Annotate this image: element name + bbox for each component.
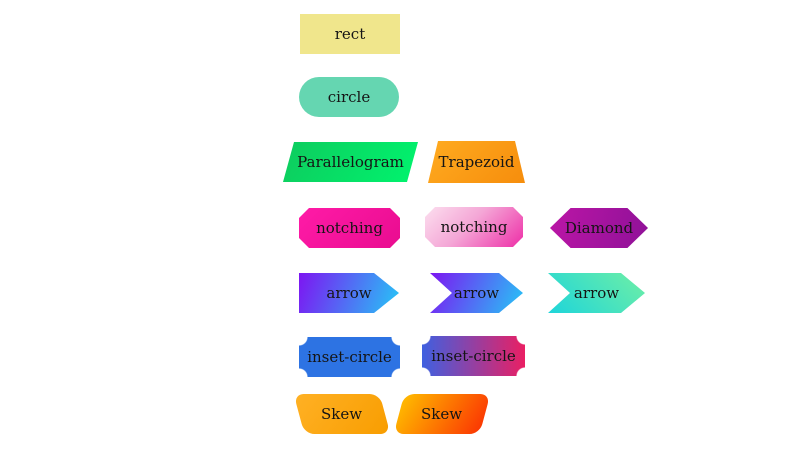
shape-circle-label: circle (327, 88, 371, 106)
shape-inset-circle-gradient: inset-circle (422, 336, 525, 376)
shape-skew-left-label: Skew (321, 405, 363, 423)
shape-trapezoid: Trapezoid (428, 141, 525, 183)
shape-skew-left: Skew (293, 394, 391, 434)
shape-parallelogram: Parallelogram (283, 142, 418, 182)
shape-skew-right-label: Skew (421, 405, 463, 423)
shape-inset-circle-gradient-label: inset-circle (431, 347, 516, 365)
shape-notching-solid: notching (299, 208, 400, 248)
shape-rect: rect (300, 14, 400, 54)
shape-arrow-flat-label: arrow (326, 284, 372, 302)
shape-diamond: Diamond (550, 208, 648, 248)
shape-arrow-flat: arrow (299, 273, 399, 313)
shape-inset-circle-solid: inset-circle (299, 337, 400, 377)
shape-notching-gradient: notching (425, 207, 523, 247)
shape-circle: circle (299, 77, 399, 117)
shape-skew-right: Skew (393, 394, 491, 434)
shape-arrow-chevron-green-label: arrow (573, 284, 620, 302)
shape-parallelogram-label: Parallelogram (297, 153, 404, 171)
shape-arrow-chevron-blue-label: arrow (453, 284, 500, 302)
shape-inset-circle-solid-label: inset-circle (307, 348, 392, 366)
shape-notching-gradient-label: notching (440, 218, 508, 236)
shape-diamond-label: Diamond (564, 219, 634, 237)
shape-arrow-chevron-green: arrow (548, 273, 645, 313)
shape-trapezoid-label: Trapezoid (438, 153, 515, 171)
shape-arrow-chevron-blue: arrow (430, 273, 523, 313)
shape-rect-label: rect (334, 25, 366, 43)
shape-notching-solid-label: notching (316, 219, 383, 237)
